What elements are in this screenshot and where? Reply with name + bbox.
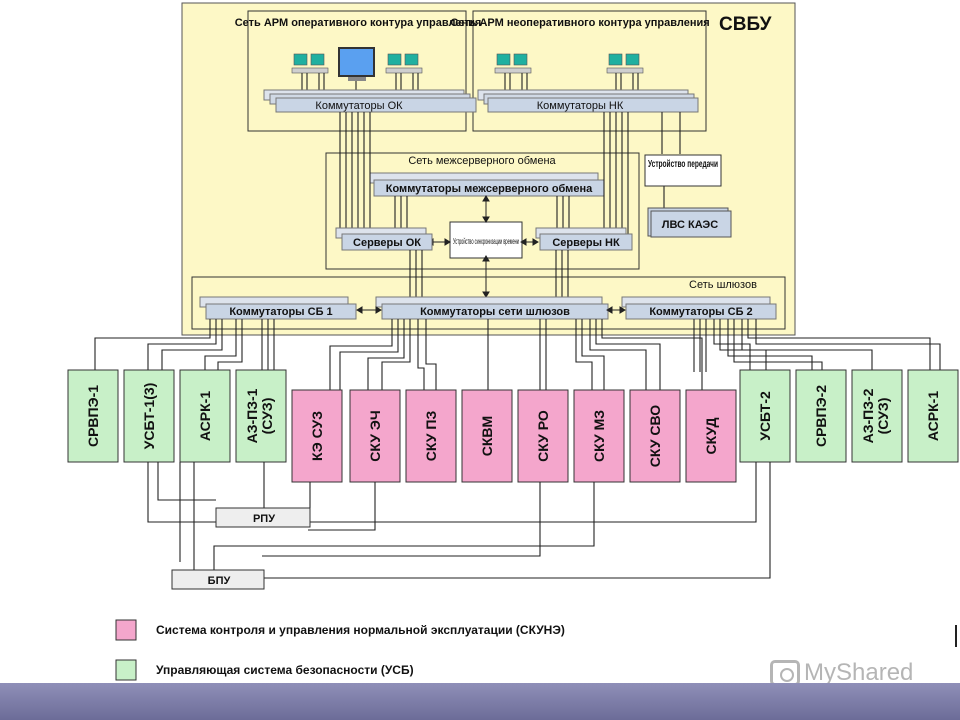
gateway-switches: Коммутаторы сети шлюзов [375, 296, 609, 320]
subsystem-label-line: АЗ-ПЗ-2 [860, 388, 876, 443]
gateway-links [409, 250, 569, 298]
edge-bracket [955, 625, 960, 647]
arm-ok-label-text: Сеть АРМ оперативного контура управления [235, 17, 482, 29]
subsystem-label: СРВПЭ-2 [813, 385, 829, 447]
switches-sb2: Коммутаторы СБ 2 [621, 296, 777, 320]
time-sync-text: Устройство синхронизации времени [453, 237, 519, 246]
switches-nk-label: Коммутаторы НК [537, 100, 624, 112]
subsystem-label: УСБТ-1(3) [141, 383, 157, 450]
switches-nk: Коммутаторы НК [477, 89, 699, 113]
control-links [147, 462, 771, 579]
switches-ok: Коммутаторы ОК [263, 89, 477, 113]
subsystem-box-srvpe1 [67, 369, 119, 463]
subsystem-box-sku-ro [517, 389, 569, 483]
subsystem-box-skud [685, 389, 737, 483]
subsystem-box-sku-ech [349, 389, 401, 483]
subsystem-box-srvpe2 [795, 369, 847, 463]
subsystem-label: АЗ-ПЗ-1(СУЗ) [244, 388, 275, 443]
subsystem-label: СКУ ЭЧ [367, 410, 383, 461]
arm-ok-region [247, 10, 467, 132]
servers-ok: Серверы ОК [335, 227, 433, 251]
servers-ok-label: Серверы ОК [353, 237, 421, 249]
arm-links [301, 73, 639, 92]
subsystem-box-usbt2 [739, 369, 791, 463]
rpu-label: РПУ [253, 513, 275, 525]
subsystem-label: УСБТ-2 [757, 391, 773, 441]
legend-swatch-usb [115, 659, 137, 681]
servers-nk: Серверы НК [535, 227, 633, 251]
interserver-region [325, 152, 640, 270]
subsystem-links [94, 319, 941, 390]
subsystem-box-sku-svo [629, 389, 681, 483]
legend-label-usb: Управляющая система безопасности (УСБ) [156, 663, 414, 677]
subsystem-box-ke-suz [291, 389, 343, 483]
arm-nk-region [472, 10, 707, 132]
subsystem-label: СКВМ [479, 416, 495, 456]
bpu: БПУ [171, 569, 265, 590]
legend-swatch-skune [115, 619, 137, 641]
subsystem-box-sku-mz [573, 389, 625, 483]
switches-sb2-label: Коммутаторы СБ 2 [649, 306, 752, 318]
lvs-kaes: ЛВС КАЭС [647, 207, 732, 238]
time-sync-device: Устройство синхронизации времени [449, 221, 523, 259]
subsystem-label: АСРК-1 [197, 391, 213, 441]
interserver-switches-label: Коммутаторы межсерверного обмена [386, 183, 593, 195]
time-sync-label: Устройство синхронизации времени [453, 237, 519, 246]
subsystem-label: СРВПЭ-1 [85, 385, 101, 447]
subsystem-box-sku-pz [405, 389, 457, 483]
subsystem-label-line: (СУЗ) [875, 398, 891, 435]
subsystem-box-usbt13 [123, 369, 175, 463]
subsystem-label: АСРК-1 [925, 391, 941, 441]
subsystem-label: СКУД [703, 417, 719, 454]
arm-nk-label-text: Сеть АРМ неоперативного контура управлен… [450, 17, 709, 29]
subsystem-box-azpz1 [235, 369, 287, 463]
legend: Система контроля и управления нормальной… [115, 619, 565, 681]
subsystem-label-line: (СУЗ) [259, 398, 275, 435]
transfer-device-text: Устройство передачи [648, 159, 718, 170]
switches-ok-label: Коммутаторы ОК [315, 100, 403, 112]
subsystem-label: АЗ-ПЗ-2(СУЗ) [860, 388, 891, 443]
servers-nk-label: Серверы НК [552, 237, 620, 249]
svbu-title: СВБУ [719, 14, 772, 35]
subsystem-boxes [67, 369, 959, 483]
transfer-device-label: Устройство передачи [648, 159, 718, 170]
switches-sb1: Коммутаторы СБ 1 [199, 296, 357, 320]
server-links [339, 112, 681, 236]
watermark-text: MyShared [804, 659, 914, 686]
slide-bottom-bar [0, 683, 960, 720]
subsystem-label-line: АЗ-ПЗ-1 [244, 388, 260, 443]
rpu: РПУ [215, 507, 311, 528]
interserver-switches: Коммутаторы межсерверного обмена [369, 172, 605, 197]
subsystem-label: СКУ СВО [647, 405, 663, 467]
gateway-switches-label: Коммутаторы сети шлюзов [420, 306, 570, 318]
workstation-icons [291, 47, 644, 81]
subsystem-labels: СРВПЭ-1 УСБТ-1(3) АСРК-1 АЗ-ПЗ-1(СУЗ) КЭ… [85, 383, 941, 468]
switches-sb1-label: Коммутаторы СБ 1 [229, 306, 332, 318]
monitor-icon [338, 47, 375, 77]
transfer-device: Устройство передачи [644, 154, 722, 187]
interserver-label: Сеть межсерверного обмена [408, 155, 556, 167]
subsystem-box-skvm [461, 389, 513, 483]
subsystem-box-asrk1 [179, 369, 231, 463]
subsystem-box-azpz2 [851, 369, 903, 463]
subsystem-label: КЭ СУЗ [309, 411, 325, 461]
gateway-arrows [356, 306, 626, 314]
lvs-kaes-label: ЛВС КАЭС [662, 219, 718, 231]
subsystem-label: СКУ ПЗ [423, 411, 439, 462]
subsystem-box-asrk1-right [907, 369, 959, 463]
watermark: MyShared [770, 656, 913, 690]
bpu-label: БПУ [208, 575, 231, 587]
gateways-label: Сеть шлюзов [689, 279, 757, 291]
subsystem-label: СКУ РО [535, 410, 551, 462]
subsystem-label: СКУ МЗ [591, 410, 607, 462]
legend-label-skune: Система контроля и управления нормальной… [156, 623, 565, 637]
arm-ok-label: Сеть АРМ оперативного контура управления [235, 17, 482, 29]
arm-nk-label: Сеть АРМ неоперативного контура управлен… [450, 17, 709, 29]
